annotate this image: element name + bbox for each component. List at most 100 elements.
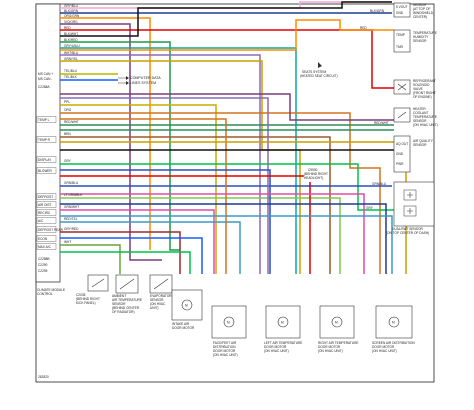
wire-label: WHT/BLU	[64, 51, 79, 55]
coolant-text-3: TEMPERATURE	[413, 115, 437, 119]
component-label: C2035	[76, 293, 86, 297]
component-body	[171, 289, 203, 321]
sensor-pin-2: GND	[396, 11, 404, 15]
wire	[60, 215, 393, 274]
valve-text-5: OF ENGINE)	[413, 95, 432, 99]
wire	[60, 197, 341, 274]
humidity-pin-1: TEMP	[396, 33, 405, 37]
wire-label: TEL/BLK	[64, 75, 78, 79]
sensor-symbol	[153, 278, 169, 290]
wire	[60, 1, 392, 37]
component-label: DOOR MOTOR	[213, 349, 236, 353]
component-label: DOOR MOTOR	[372, 345, 395, 349]
wire	[60, 237, 203, 274]
motor-symbol	[181, 299, 193, 311]
motor-letter: M	[392, 321, 395, 325]
sensor-text-4: CENTER)	[413, 15, 427, 19]
component-label: (ON HVAC UNIT)	[213, 353, 238, 357]
dual-sun-sensor: DUAL/SWT SENSOR (ON TOP CENTER OF DASH)	[386, 181, 435, 235]
module-label: A/C	[38, 219, 44, 223]
component-body	[319, 305, 355, 339]
wire-label: GRY	[64, 159, 72, 163]
module-label: AIR DIST	[38, 203, 52, 207]
wire-label: BLK/GRN	[370, 9, 385, 13]
air-quality-sensor: AQ OUT GND PWR AIR QUALITY SENSOR	[393, 135, 434, 173]
refrigerant-solenoid-valve: REFRIGERANT SOLENOID VALVE (FRONT RIGHT …	[393, 79, 436, 99]
component-body	[211, 305, 247, 339]
headlight-note: C5530 (BEHIND RIGHT HEADLIGHT)	[304, 166, 328, 182]
wire	[60, 251, 191, 274]
module-title-1: CLIMATE MODULE	[37, 288, 65, 292]
component-label: INTAKE AIR	[172, 322, 190, 326]
wire-label: BLK/GRN	[64, 9, 79, 13]
wire-label: BRN	[64, 132, 71, 136]
wire	[60, 118, 227, 274]
diagram-id: 262820	[38, 375, 49, 379]
wire	[60, 244, 121, 274]
humidity-text-1: TEMPERATURE	[413, 31, 437, 35]
headlight-note-1: C5530	[308, 168, 318, 172]
wire	[60, 54, 261, 274]
aq-text-1: AIR QUALITY	[413, 139, 434, 143]
component-label: DOOR MOTOR	[264, 345, 287, 349]
component-label: EVAPORATOR	[150, 294, 172, 298]
wire-label: GRN/BLU	[64, 181, 79, 185]
module-button	[36, 201, 57, 208]
component-label: LEFT AIR TEMPERATURE	[264, 341, 302, 345]
component-label: (ON HVAC	[150, 302, 166, 306]
wire	[60, 17, 151, 250]
valve-text-1: REFRIGERANT	[413, 79, 436, 83]
module-button	[36, 235, 57, 242]
aq-pin-2: GND	[396, 152, 404, 156]
wire-label: GRY/RED	[64, 227, 79, 231]
module-label: TEMP R	[38, 138, 51, 142]
wire	[60, 169, 271, 274]
component-label: DOOR MOTOR	[318, 345, 341, 349]
wire	[60, 231, 181, 274]
component-body	[265, 305, 301, 339]
module-button	[36, 156, 57, 163]
wire	[60, 104, 217, 274]
wire	[60, 93, 394, 121]
component-label: RIGHT AIR TEMPERATURE	[318, 341, 359, 345]
wire-label: ORG	[64, 108, 72, 112]
wire-label: TEL/BLU	[64, 69, 78, 73]
sensor-pin-1: 5 VOUT	[396, 5, 408, 9]
heater-coolant-sensor: HEATER COOLANT TEMPERATURE SENSOR (ON HV…	[393, 107, 438, 127]
wire-label: RED/WHT	[64, 120, 79, 124]
seats-note: SEATS SYSTEM (HEATED SEAT CIRCUIT)	[300, 62, 338, 78]
sensor-text-2: (AT TOP OF	[413, 7, 430, 11]
module-button	[36, 136, 57, 143]
module-button	[36, 116, 57, 123]
module-terminal: C2288B	[38, 257, 50, 261]
computer-note-1: COMPUTER DATA	[130, 76, 161, 80]
motor-symbol	[277, 316, 289, 328]
module-button	[36, 193, 57, 200]
wire-label: GRY/LBLU	[64, 44, 80, 48]
module-label: MS CAN +	[38, 72, 53, 76]
motor-letter: M	[335, 321, 338, 325]
humidity-text-3: SENSOR	[413, 39, 427, 43]
seats-note-2: (HEATED SEAT CIRCUIT)	[300, 74, 338, 78]
component-label: OF RADIATOR)	[112, 310, 135, 314]
sensor-symbol	[91, 278, 105, 288]
wire	[60, 221, 241, 274]
component-label: AIR TEMPERATURE	[112, 298, 142, 302]
sun-text-1: DUAL/SWT SENSOR	[392, 227, 423, 231]
wire-label: WHT	[64, 240, 71, 244]
wire-label: RED/WHT	[374, 121, 389, 125]
coolant-text-2: COOLANT	[413, 111, 428, 115]
module-button	[36, 209, 57, 216]
wire-label: VIO/ORG	[64, 20, 78, 24]
module-button	[36, 217, 57, 224]
wire-label: RED	[64, 26, 71, 30]
wire	[60, 19, 394, 51]
aq-pin-1: AQ OUT	[396, 142, 408, 146]
